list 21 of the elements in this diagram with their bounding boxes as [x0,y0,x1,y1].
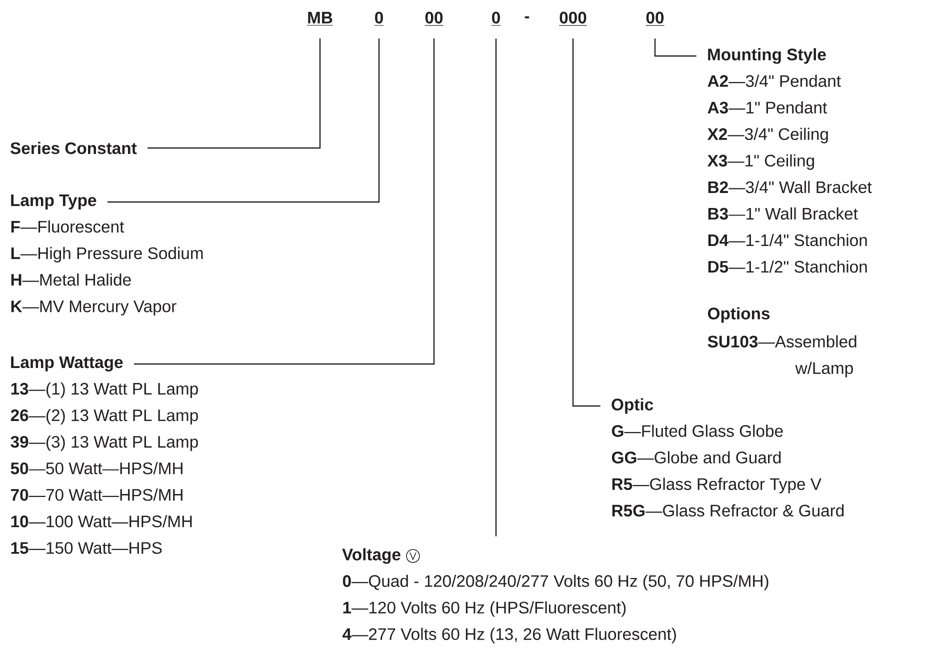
option-list: Lamp Type F—Fluorescent L—High Pressure Sodium H—Metal Halide K—MV Mercury Vapor [11,194,203,316]
option-list: Voltage 0—Quad - 120/208/240/277 Volts 60 Hz (50, 70 HPS/MH) 1—120 Volts 60 Hz (HPS/Fluorescent) 4—277 Volts 60 Hz (13, 26 Watt Fluorescent) [342,548,768,644]
leader-line [654,38,696,57]
option-list: Optic G—Fluted Glass Globe GG—Globe and Guard R5—Glass Refractor Type V R5G—Glass Refractor & Guard [612,398,844,517]
code-segment: MB [306,12,334,26]
section-heading: Options [708,307,770,323]
leader-line [134,38,435,365]
code-segment: 000 [558,12,588,26]
code-segment: 0 [491,12,501,26]
leader-line [495,38,497,536]
leader-line [148,38,321,149]
code-segment: 00 [424,12,444,26]
leader-line [107,38,380,203]
option-list: Lamp Wattage 13—(1) 13 Watt PL Lamp 26—(2) 13 Watt PL Lamp 39—(3) 13 Watt PL Lamp 50—50 Watt—HPS/MH 70—70 Watt—HPS/MH 10—100 Watt—HPS/MH 15—150 Watt—HPS [10,356,198,554]
option-item: SU103—Assembled w/Lamp [708,335,856,378]
code-segment: 00 [645,12,665,26]
code-separator: - [524,16,530,18]
leader-line [572,38,600,407]
code-segment: 0 [374,12,384,26]
option-list: Mounting Style A2—3/4" Pendant A3—1" Pendant X2—3/4" Ceiling X3—1" Ceiling B2—3/4" Wall Bracket B3—1" Wall Bracket D4—1-1/4" Stanchion D5—1-1/2" Stanchion [707,48,872,273]
option-list: Series Constant [10,142,137,154]
